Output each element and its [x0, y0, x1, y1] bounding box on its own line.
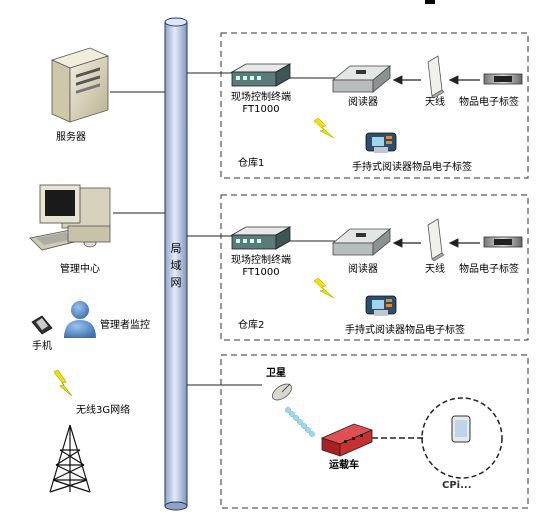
wireless-link-icon [313, 277, 335, 299]
lightning-icon [53, 369, 73, 397]
manager-monitor-label: 管理者监控 [100, 320, 150, 331]
management-center-label: 管理中心 [60, 264, 100, 275]
handheld-reader-icon [365, 132, 397, 153]
server-label: 服务器 [56, 132, 86, 143]
terminal-label: 现场控制终端 [231, 92, 291, 103]
left-connections [110, 91, 165, 214]
lan-label: 局域网 [170, 242, 182, 289]
vehicle-icon [320, 423, 374, 457]
signal-beam [285, 407, 315, 437]
handheld-reader-icon [365, 295, 397, 316]
terminal-label: 现场控制终端 [231, 255, 291, 266]
terminal-model-label: FT1000 [242, 267, 280, 278]
tag-label: 物品电子标签 [459, 264, 519, 275]
antenna-icon [427, 218, 445, 262]
handheld-label: 手持式阅读器 [345, 325, 405, 336]
lan-backbone [164, 17, 188, 511]
rfid-reader-icon [331, 228, 392, 256]
watermark-text: CPi... [442, 480, 472, 491]
handheld-tag-label: 物品电子标签 [412, 162, 472, 173]
computer-icon [29, 184, 111, 251]
phone-label: 手机 [32, 341, 52, 352]
reader-label: 阅读器 [348, 97, 378, 108]
reader-label: 阅读器 [348, 264, 378, 275]
warehouse-name: 仓库1 [238, 158, 265, 169]
antenna-icon [427, 55, 445, 99]
terminal-model-label: FT1000 [242, 104, 280, 115]
warehouse-name: 仓库2 [238, 320, 265, 331]
control-terminal-icon [230, 226, 292, 250]
warehouse2-box [220, 194, 529, 341]
satellite-label: 卫星 [266, 368, 286, 379]
handheld-label: 手持式阅读器 [352, 162, 412, 173]
rfid-tag-icon [483, 236, 523, 248]
satellite-icon [271, 383, 293, 401]
wireless-network-label: 无线3G网络 [76, 405, 131, 416]
wireless-link-icon [313, 117, 335, 139]
handheld-tag-label: 物品电子标签 [405, 325, 465, 336]
server-icon [50, 47, 110, 123]
antenna-label: 天线 [425, 264, 445, 275]
mobile-terminal-zone [421, 397, 503, 479]
phone-icon [31, 315, 53, 335]
tag-label: 物品电子标签 [459, 97, 519, 108]
cell-tower-icon [49, 424, 91, 493]
person-icon [64, 301, 96, 338]
top-mark [425, 0, 435, 4]
transport-box [220, 354, 529, 509]
rfid-reader-icon [331, 65, 392, 93]
rfid-tag-icon [483, 73, 523, 85]
control-terminal-icon [230, 63, 292, 87]
vehicle-label: 运载车 [329, 460, 359, 471]
warehouse1-box [220, 32, 529, 179]
antenna-label: 天线 [425, 97, 445, 108]
